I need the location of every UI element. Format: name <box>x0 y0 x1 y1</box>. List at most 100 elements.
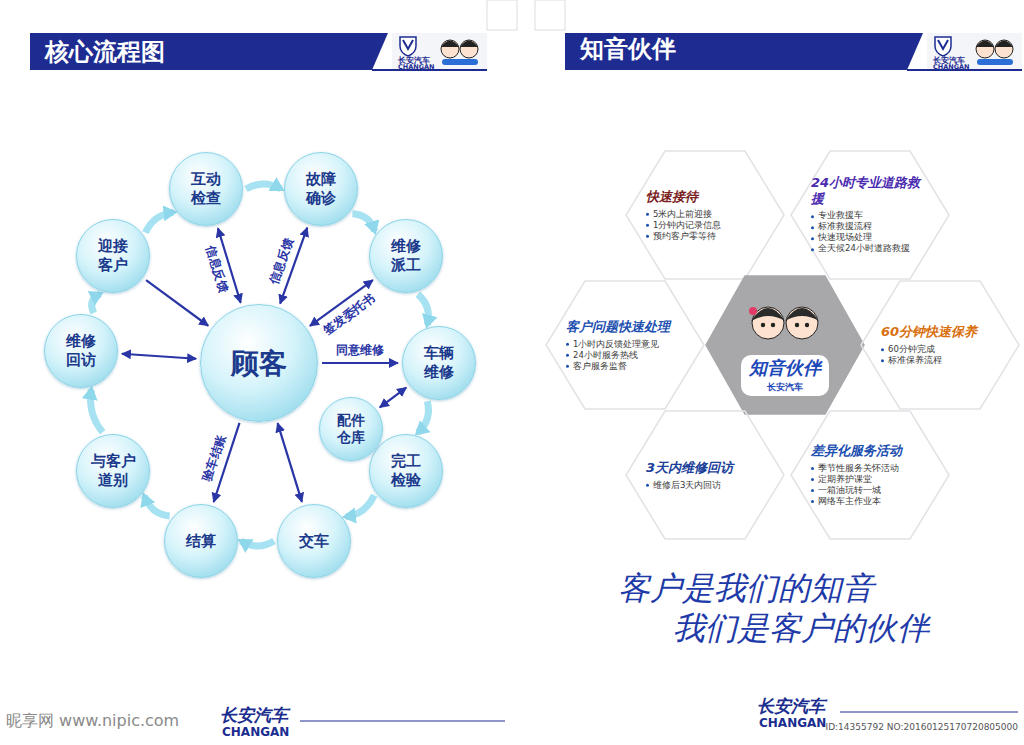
service-item: 1分钟内记录信息 <box>646 219 764 230</box>
step-circle: 维修 回访 <box>44 314 118 388</box>
edge-label: 信息反馈 <box>266 234 297 288</box>
cycle-arrow <box>145 212 173 232</box>
brand-logo-text: CHANGAN <box>398 64 435 71</box>
node-text: 迎接 客户 <box>98 237 128 275</box>
node-text: 交车 <box>299 532 329 551</box>
service-hex: 快速接待5米内上前迎接1分钟内记录信息预约客户零等待 <box>625 150 785 280</box>
cycle-arrow <box>352 214 374 231</box>
cycle-arrow <box>418 294 429 325</box>
footer-brand: CHANGAN <box>759 717 826 731</box>
service-heading: 快速接待 <box>646 189 764 205</box>
hex-shape <box>791 411 949 539</box>
mascot-eye <box>805 323 809 327</box>
service-hex: 差异化服务活动季节性服务关怀活动定期养护课堂一箱油玩转一城网络车主作业本 <box>790 410 950 540</box>
page-title: 知音伙伴 <box>580 36 676 64</box>
service-hex: 3天内维修回访维修后3天内回访 <box>625 410 785 540</box>
cycle-arrow <box>91 390 103 433</box>
node-text: 顾客 <box>231 346 287 381</box>
footer-rule <box>300 721 505 722</box>
mascot-face <box>786 307 818 339</box>
step-circle: 维修 派工 <box>369 219 443 293</box>
crop-mark <box>535 0 565 30</box>
service-item: 标准保养流程 <box>881 355 999 366</box>
step-circle: 交车 <box>277 504 351 578</box>
page-title: 核心流程图 <box>45 36 165 68</box>
step-circle: 互动 检查 <box>169 152 243 226</box>
service-item: 全天候24小时道路救援 <box>811 244 929 255</box>
parts-store: 配件 仓库 <box>319 397 383 461</box>
service-item: 1小时内反馈处理意见 <box>566 338 684 349</box>
partner-hex: 知音伙伴长安汽车 <box>705 275 865 415</box>
hex-shape <box>791 151 949 279</box>
service-item: 维修后3天内回访 <box>646 479 764 490</box>
step-circle: 完工 检验 <box>369 434 443 508</box>
hex-text: 快速接待5米内上前迎接1分钟内记录信息预约客户零等待 <box>646 189 764 242</box>
footer-rule <box>840 712 1018 713</box>
node-text: 互动 检查 <box>191 170 221 208</box>
hex-shape <box>706 276 864 414</box>
node-text: 车辆 维修 <box>424 344 454 382</box>
crop-mark <box>487 0 517 30</box>
service-hex: 60分钟快速保养 60分钟完成标准保养流程 <box>860 280 1020 410</box>
node-text: 结算 <box>186 532 216 551</box>
service-item: 标准救援流程 <box>811 222 929 233</box>
hex-outline <box>790 150 950 280</box>
step-circle: 与客户 道别 <box>76 434 150 508</box>
hex-shape <box>861 281 1019 409</box>
step-circle: 故障 确诊 <box>284 152 358 226</box>
slogan: 我们是客户的伙伴 <box>673 610 929 647</box>
service-item: 网络车主作业本 <box>811 496 929 507</box>
brand-logo-text: CHANGAN <box>933 64 970 71</box>
hex-text: 客户问题快速处理1小时内反馈处理意见24小时服务热线客户服务监督 <box>566 319 684 372</box>
service-heading: 24小时专业道路救援 <box>811 175 929 206</box>
cycle-arrow <box>418 401 429 432</box>
watermark-id: ID:14355792 NO:20160125170720805000 <box>826 722 1019 732</box>
mascot-eye <box>795 323 799 327</box>
flow-arrow <box>122 354 196 359</box>
service-item: 季节性服务关怀活动 <box>811 463 929 474</box>
customer-hub: 顾客 <box>200 304 318 422</box>
footer-brand: 长安汽车 <box>757 697 825 717</box>
watermark: 昵享网 www.nipic.com <box>6 712 179 730</box>
service-item: 一箱油玩转一城 <box>811 485 929 496</box>
slogan: 客户是我们的知音 <box>618 570 874 607</box>
node-text: 与客户 道别 <box>91 452 136 490</box>
node-text: 维修 派工 <box>391 237 421 275</box>
service-heading: 60分钟快速保养 <box>881 324 999 340</box>
hex-shape <box>546 281 704 409</box>
edge-label: 同意维修 <box>334 343 386 357</box>
hex-outline <box>860 280 1020 410</box>
service-item: 24小时服务热线 <box>566 349 684 360</box>
service-heading: 差异化服务活动 <box>811 443 929 459</box>
hex-text: 知音伙伴长安汽车 <box>741 355 829 396</box>
node-text: 维修 回访 <box>66 332 96 370</box>
flow-arrow <box>278 423 302 502</box>
brand-name: 长安汽车 <box>741 381 829 396</box>
step-circle: 结算 <box>164 504 238 578</box>
cycle-arrow <box>144 496 169 516</box>
mascot-hair <box>785 308 819 321</box>
node-text: 配件 仓库 <box>337 412 365 447</box>
service-heading: 客户问题快速处理 <box>566 319 684 335</box>
service-item: 专业救援车 <box>811 211 929 222</box>
service-item: 快速现场处理 <box>811 233 929 244</box>
flow-arrow <box>380 388 406 408</box>
edge-label: 签发委托书 <box>319 289 379 338</box>
partner-name: 知音伙伴 <box>741 355 829 381</box>
hex-shape <box>626 151 784 279</box>
service-heading: 3天内维修回访 <box>646 460 764 476</box>
service-item: 60分钟完成 <box>881 344 999 355</box>
cycle-arrow <box>241 541 274 546</box>
node-text: 完工 检验 <box>391 452 421 490</box>
service-item: 预约客户零等待 <box>646 230 764 241</box>
hex-text: 60分钟快速保养 60分钟完成标准保养流程 <box>881 324 999 366</box>
flow-arrow <box>322 362 398 364</box>
flow-arrow <box>146 280 208 326</box>
hex-shape <box>626 411 784 539</box>
step-circle: 迎接 客户 <box>76 219 150 293</box>
mascot-eye <box>771 323 775 327</box>
mascot-eye <box>761 323 765 327</box>
mascot-bow <box>749 307 757 315</box>
hex-text: 3天内维修回访维修后3天内回访 <box>646 460 764 491</box>
